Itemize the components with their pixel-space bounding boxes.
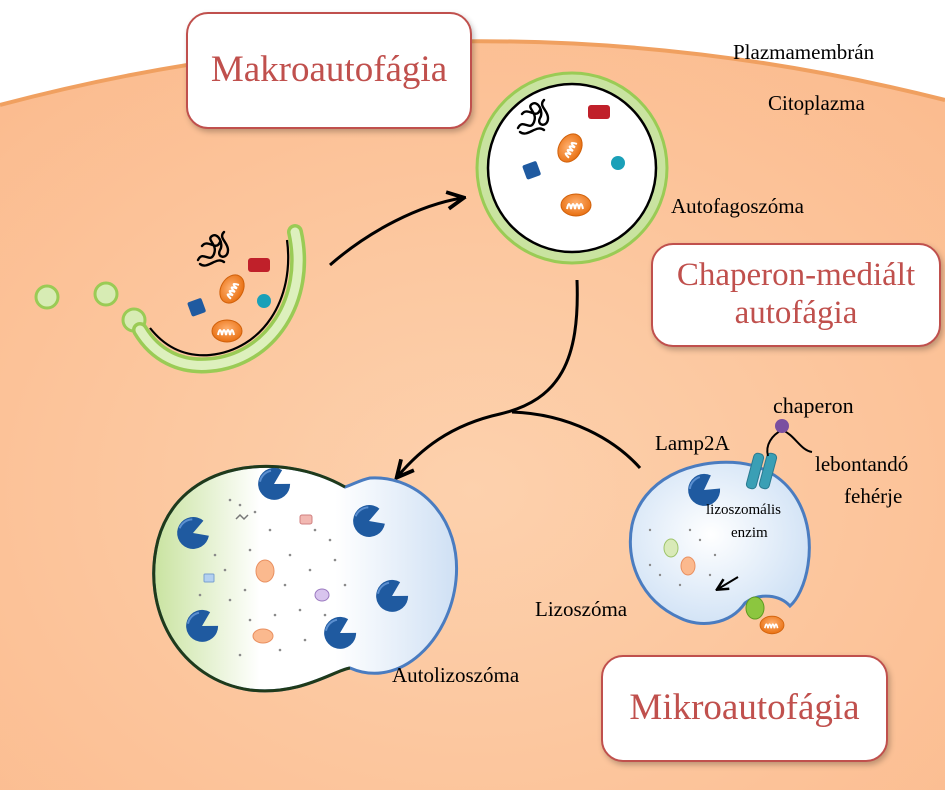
autophagosome-label: Autofagoszóma [671, 194, 804, 218]
engulfed-particle [745, 596, 765, 620]
lamp2a-label: Lamp2A [655, 431, 730, 455]
protein-icon [588, 105, 610, 119]
plasma-membrane-label: Plazmamembrán [733, 40, 875, 64]
mitochondrion-icon [211, 319, 243, 343]
engulfment-arrow [718, 576, 739, 589]
small-vesicle [93, 281, 119, 307]
protein-icon [248, 258, 270, 272]
cma-title-line2: autofágia [734, 295, 858, 331]
digested-fragment [235, 513, 249, 521]
chaperone-label: chaperon [773, 393, 854, 418]
autolysosome-label: Autolizoszóma [392, 663, 520, 687]
fragment-dots [648, 528, 717, 587]
engulfed-particle [680, 556, 696, 576]
lysosomal-enzyme-label-line1: lizoszomális [706, 502, 781, 518]
lysosome [628, 460, 811, 635]
degraded-protein-label-line2: fehérje [844, 484, 903, 508]
macroautophagy-title: Makroautofágia [210, 49, 448, 91]
small-vesicle [34, 284, 60, 310]
digested-fragment [203, 573, 215, 583]
digested-fragment [252, 628, 274, 644]
lysosomal-enzyme-label-line2: enzim [731, 525, 768, 541]
digested-fragment [255, 559, 275, 583]
autolysosome [152, 462, 459, 693]
arrow-autophagosome-to-autolysosome [398, 279, 579, 476]
molecule-icon [257, 294, 271, 308]
microautophagy-title-box: Mikroautofágia [601, 655, 888, 762]
cytoplasm-label: Citoplazma [768, 91, 865, 115]
molecule-icon [611, 156, 625, 170]
phagophore-group [34, 224, 307, 374]
lysosome-label: Lizoszóma [535, 597, 628, 621]
cma-title-box: Chaperon-mediált autofágia [651, 243, 941, 347]
protein-icon [522, 161, 541, 180]
autophagosome [475, 71, 669, 265]
arrow-phagophore-to-autophagosome [329, 198, 462, 267]
mitochondrion-icon [759, 615, 785, 635]
microautophagy-title: Mikroautofágia [629, 687, 860, 729]
chaperone-icon [775, 419, 789, 433]
digested-fragment [314, 588, 330, 602]
arrow-lysosome-branch [511, 410, 642, 469]
degraded-protein-label-line1: lebontandó [815, 452, 909, 476]
digested-fragment [299, 514, 313, 525]
mitochondrion-icon [560, 193, 592, 217]
macroautophagy-title-box: Makroautofágia [186, 12, 472, 129]
protein-icon [187, 298, 206, 317]
lamp2a-receptor [745, 419, 813, 490]
engulfed-particle [663, 538, 679, 558]
fragment-dots [198, 498, 347, 657]
cma-title-line1: Chaperon-mediált [676, 257, 916, 294]
